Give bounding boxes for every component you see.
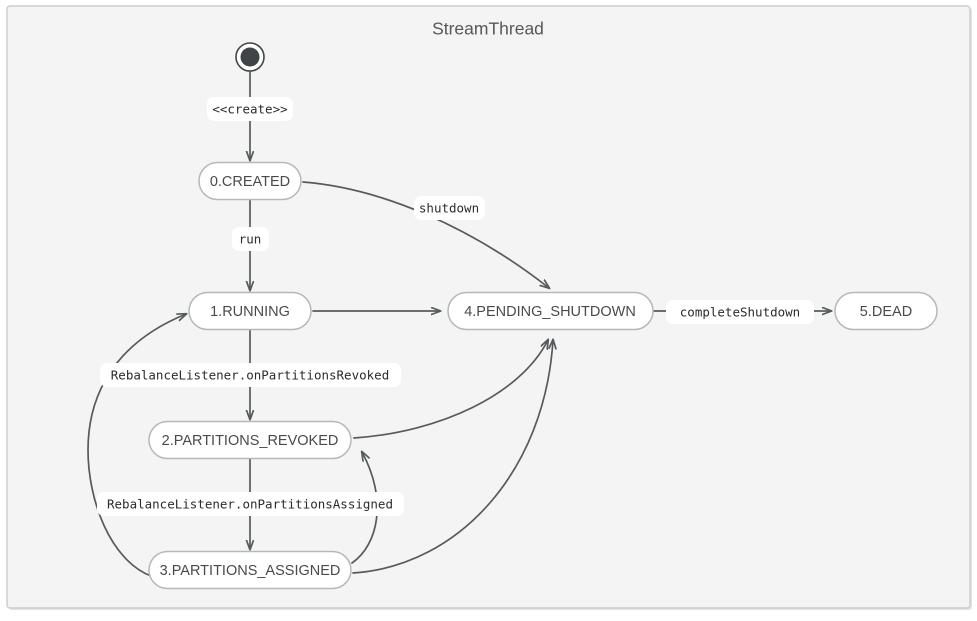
state-node-pending-shutdown[interactable]: 4.PENDING_SHUTDOWN	[447, 291, 654, 331]
transition-label-shutdown: shutdown	[414, 196, 485, 220]
transition-assigned-to-pending	[352, 340, 553, 574]
state-label-pending-shutdown: 4.PENDING_SHUTDOWN	[464, 304, 636, 320]
state-node-running[interactable]: 1.RUNNING	[188, 291, 312, 331]
state-label-created: 0.CREATED	[210, 174, 290, 190]
initial-state-node[interactable]	[235, 42, 265, 72]
transition-label-partitions-assigned-bg	[97, 492, 404, 516]
transition-label-partitions-assigned: RebalanceListener.onPartitionsAssigned	[97, 492, 404, 516]
state-box-running	[188, 291, 312, 331]
state-label-running: 1.RUNNING	[210, 304, 290, 320]
transition-label-create-text: <<create>>	[212, 102, 287, 117]
state-box-created	[198, 161, 302, 201]
transition-label-shutdown-text: shutdown	[419, 201, 479, 216]
transition-label-complete-shutdown-text: completeShutdown	[680, 305, 800, 320]
transition-label-partitions-assigned-text: RebalanceListener.onPartitionsAssigned	[107, 497, 393, 512]
transition-label-complete-shutdown-bg	[666, 300, 814, 324]
state-label-dead: 5.DEAD	[860, 304, 912, 320]
transition-label-partitions-revoked-bg	[100, 363, 401, 387]
transition-label-complete-shutdown: completeShutdown	[666, 300, 814, 324]
transition-assigned-to-revoked	[351, 452, 379, 564]
state-node-partitions-revoked[interactable]: 2.PARTITIONS_REVOKED	[148, 420, 352, 460]
transition-label-run-bg	[232, 227, 269, 251]
transition-label-run-text: run	[239, 232, 262, 247]
state-node-created[interactable]: 0.CREATED	[198, 161, 302, 201]
transition-assigned-to-running	[87, 314, 186, 577]
state-box-dead	[834, 291, 938, 331]
initial-state-dot	[240, 47, 260, 67]
state-node-dead[interactable]: 5.DEAD	[834, 291, 938, 331]
transition-revoked-to-pending	[353, 340, 548, 439]
transition-label-run: run	[232, 227, 269, 251]
transition-label-create-bg	[207, 97, 293, 121]
page-title: StreamThread	[432, 19, 544, 39]
transition-label-shutdown-bg	[414, 196, 485, 220]
state-node-partitions-assigned[interactable]: 3.PARTITIONS_ASSIGNED	[148, 550, 352, 590]
state-box-partitions-assigned	[148, 550, 352, 590]
state-label-partitions-assigned: 3.PARTITIONS_ASSIGNED	[160, 563, 341, 579]
states-layer: 0.CREATED 1.RUNNING 2.PARTITIONS_REVOKED…	[148, 42, 938, 590]
state-label-partitions-revoked: 2.PARTITIONS_REVOKED	[162, 433, 339, 449]
state-box-partitions-revoked	[148, 420, 352, 460]
transition-labels-layer: <<create>> run RebalanceListener.onParti…	[97, 97, 814, 516]
transition-label-partitions-revoked: RebalanceListener.onPartitionsRevoked	[100, 363, 401, 387]
transition-label-create: <<create>>	[207, 97, 293, 121]
state-box-pending-shutdown	[447, 291, 654, 331]
transition-label-partitions-revoked-text: RebalanceListener.onPartitionsRevoked	[111, 368, 389, 383]
